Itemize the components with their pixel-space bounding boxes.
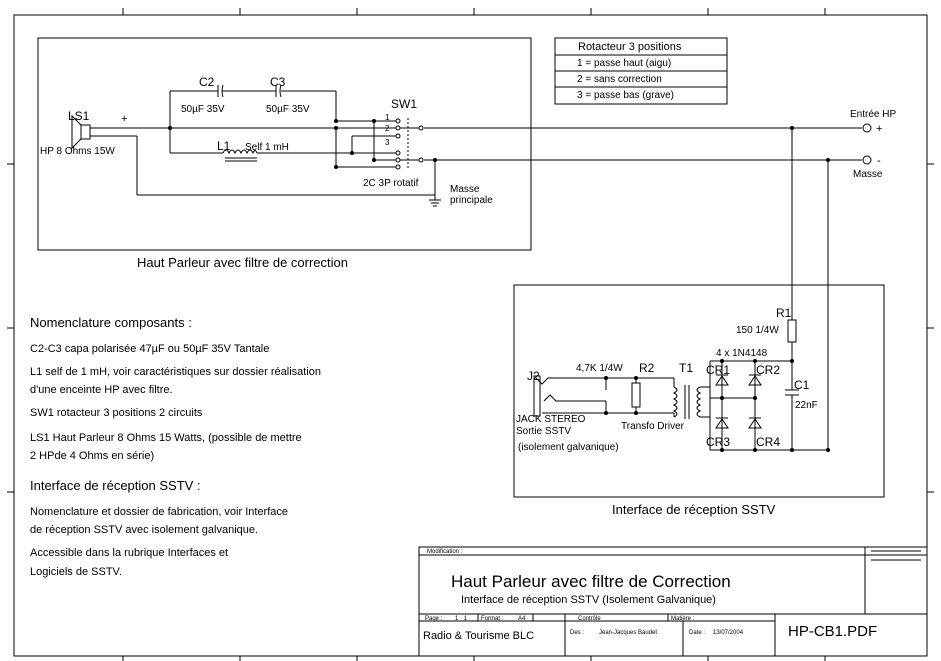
date-value: 13/07/2004 [713,630,744,636]
c1-value: 22nF [795,400,818,411]
r1-ref: R1 [776,306,792,320]
rotacteur-row-1: 1 = passe haut (aigu) [577,58,671,69]
filter-box-title: Haut Parleur avec filtre de correction [137,255,348,270]
page-value: 1 · 1 [455,616,468,622]
title-block-title: Haut Parleur avec filtre de Correction [451,572,731,591]
sw1-pos1: 1 [385,113,390,122]
rotacteur-title: Rotacteur 3 positions [578,41,682,53]
capacitor-c3 [275,84,282,98]
diodes-label: 4 x 1N4148 [716,348,768,359]
sw1-pos2: 2 [385,124,390,133]
r2-ref: R2 [639,361,655,375]
sw1-value: 2C 3P rotatif [363,178,419,189]
cr3-label: CR3 [706,435,730,449]
nomenclature-item-3: SW1 rotacteur 3 positions 2 circuits [30,407,203,419]
sstv-box-title: Interface de réception SSTV [612,502,776,517]
interface-item-1b: de réception SSTV avec isolement galvani… [30,524,258,536]
nomenclature-heading: Nomenclature composants : [30,315,192,330]
jack-j2 [533,375,570,417]
nomenclature-item-1: C2-C3 capa polarisée 47µF ou 50µF 35V Ta… [30,343,269,355]
filter-box [37,37,532,251]
l1-ref: L1 [217,139,231,153]
masse-sign: - [877,155,881,167]
des-label: Des : [570,630,584,636]
j2-ref: J2 [527,369,540,383]
interface-heading: Interface de réception SSTV : [30,478,201,493]
ls1-value: HP 8 Ohms 15W [40,146,115,157]
c2-value: 50µF 35V [181,104,225,115]
rotacteur-row-2: 2 = sans correction [577,74,662,85]
l1-value: Self 1 mH [245,142,289,153]
switch-sw1 [395,118,424,170]
sw1-pos3: 3 [385,138,390,147]
masse-label: Masse [853,169,883,180]
capacitor-c2 [217,84,224,98]
filter-wires [90,90,862,200]
matiere-label: Matière : [671,616,695,622]
j2-line1: JACK STEREO [516,414,586,425]
speaker-ls1 [71,114,91,150]
transformer-t1 [672,385,702,419]
page-label: Page : [425,616,443,622]
company-name: Radio & Tourisme BLC [423,630,534,642]
date-label: Date : [689,630,705,636]
cr4-label: CR4 [756,435,780,449]
sstv-box [513,284,885,498]
sstv-dots [604,359,830,452]
j2-line2: Sortie SSTV [516,426,571,437]
c3-ref: C3 [270,75,286,89]
des-value: Jean-Jacques Baudet [599,630,657,636]
nomenclature-item-4a: LS1 Haut Parleur 8 Ohms 15 Watts, (possi… [30,432,302,444]
rotacteur-table [554,37,728,105]
entree-hp-label: Entrée HP [850,109,896,120]
sstv-wires [570,128,829,451]
diode-bridge [715,374,762,429]
title-block-frame [418,546,928,657]
terminals [862,123,872,165]
interface-item-2b: Logiciels de SSTV. [30,566,122,578]
cr1-label: CR1 [706,363,730,377]
title-block-subtitle: Interface de réception SSTV (Isolement G… [461,594,716,606]
j2-line3: (isolement galvanique) [518,442,619,453]
t1-value: Transfo Driver [621,421,685,432]
c3-value: 50µF 35V [266,104,310,115]
r2-value: 4,7K 1/4W [576,363,623,374]
junction-dots [168,119,830,169]
c2-ref: C2 [199,75,215,89]
entree-hp-sign: + [876,123,882,135]
c1-ref: C1 [794,378,810,392]
masse-principale-line1: Masse [450,184,480,195]
interface-item-2a: Accessible dans la rubrique Interfaces e… [30,547,228,559]
nomenclature-item-2a: L1 self de 1 mH, voir caractéristiques s… [30,366,321,378]
rotacteur-row-3: 3 = passe bas (grave) [577,90,674,101]
modification-label: Modification : [427,549,463,555]
interface-item-1a: Nomenclature et dossier de fabrication, … [30,506,288,518]
ls1-plus: + [121,113,127,125]
inductor-l1 [222,149,258,162]
sw1-ref: SW1 [391,97,417,111]
nomenclature-item-4b: 2 HPde 4 Ohms en série) [30,450,154,462]
doc-number: HP-CB1.PDF [788,623,877,640]
format-value: A4 [518,616,526,622]
r1-value: 150 1/4W [736,325,779,336]
controle-label: Contrôle [578,616,601,622]
t1-ref: T1 [679,361,693,375]
nomenclature-item-2b: d'une enceinte HP avec filtre. [30,384,173,396]
sheet-frame [7,8,934,661]
format-label: Format : [481,616,504,622]
ground-symbol [429,199,441,207]
masse-principale-line2: principale [450,195,493,206]
ls1-ref: LS1 [68,109,90,123]
cr2-label: CR2 [756,363,780,377]
